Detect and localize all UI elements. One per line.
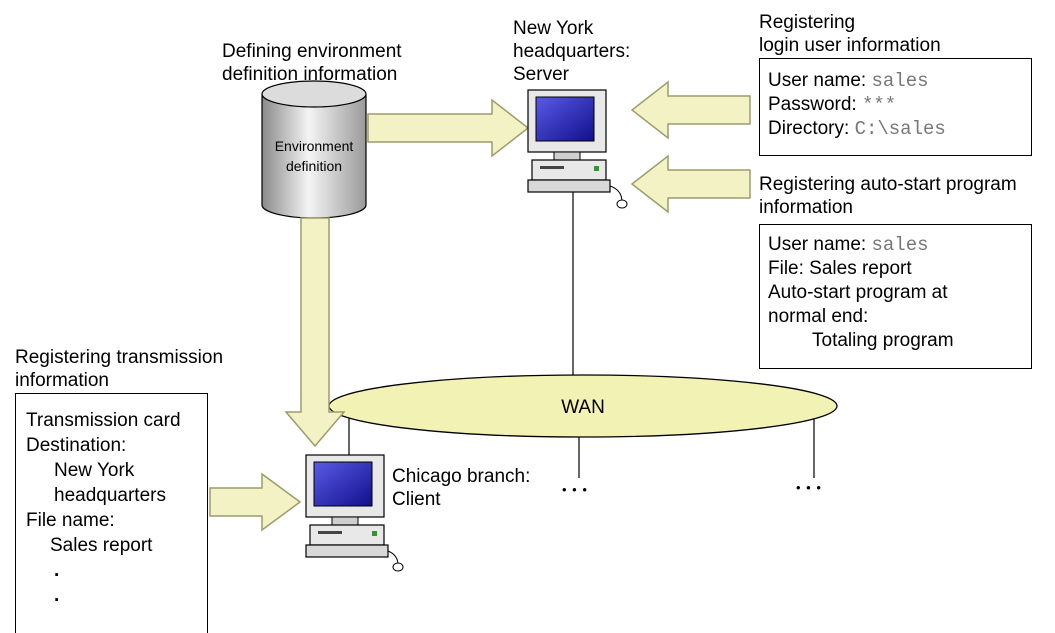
field-label: Directory: xyxy=(768,118,855,139)
login-user-row: User name: sales xyxy=(768,69,1023,93)
destination-value: headquarters xyxy=(54,485,166,506)
autostart-program-value: Totaling program xyxy=(812,330,954,351)
ellipsis-marker-1: • • • xyxy=(562,482,588,497)
server-heading: New York headquarters: Server xyxy=(513,17,630,86)
defining-env-heading: Defining environment definition informat… xyxy=(222,40,402,86)
client-computer-icon xyxy=(305,454,404,572)
login-password-row: Password: *** xyxy=(768,93,1023,117)
autostart-registration-heading: Registering auto-start program informati… xyxy=(759,173,1017,219)
field-label: Password: xyxy=(768,94,862,115)
client-heading: Chicago branch: Client xyxy=(392,465,530,511)
field-label: User name: xyxy=(768,234,872,255)
autostart-info-box: User name: sales File: Sales report Auto… xyxy=(759,224,1032,369)
arrow-login-to-server xyxy=(630,80,751,140)
ellipsis-marker-2: • • • xyxy=(796,480,822,495)
heading-line: information xyxy=(759,197,853,218)
heading-line: information xyxy=(15,370,109,391)
arrow-autostart-to-server xyxy=(630,154,751,214)
autostart-file-row: File: Sales report xyxy=(768,258,912,279)
transmission-info-box: Transmission card Destination: New York … xyxy=(15,393,208,633)
heading-line: Registering auto-start program xyxy=(759,174,1017,195)
heading-line: Chicago branch: xyxy=(392,466,531,487)
field-value: C:\sales xyxy=(854,118,946,140)
arrow-env-to-server xyxy=(367,98,530,158)
heading-line: login user information xyxy=(759,35,941,56)
heading-line: Registering xyxy=(759,12,856,33)
continuation-dot: . xyxy=(54,585,60,606)
field-label: User name: xyxy=(768,70,872,91)
heading-line: definition information xyxy=(222,64,398,85)
arrow-env-to-client xyxy=(284,217,346,448)
file-name-label: File name: xyxy=(26,510,115,531)
destination-value: New York xyxy=(54,460,135,481)
server-computer-icon xyxy=(527,89,628,209)
field-value: sales xyxy=(871,234,929,256)
login-directory-row: Directory: C:\sales xyxy=(768,117,1023,141)
arrow-transmission-to-client xyxy=(209,472,302,532)
destination-label: Destination: xyxy=(26,435,127,456)
field-value: *** xyxy=(861,94,897,116)
heading-line: headquarters: xyxy=(513,41,631,62)
continuation-dot: . xyxy=(54,560,60,581)
file-name-value: Sales report xyxy=(50,535,153,556)
heading-line: Server xyxy=(513,64,569,85)
cylinder-label-line2: definition xyxy=(286,158,342,174)
autostart-program-label: Auto-start program at xyxy=(768,282,948,303)
heading-line: Client xyxy=(392,489,441,510)
wan-label: WAN xyxy=(561,397,605,418)
heading-line: New York xyxy=(513,18,594,39)
environment-definition-cylinder: Environment definition xyxy=(261,80,367,219)
transmission-registration-heading: Registering transmission information xyxy=(15,346,223,392)
transmission-card-label: Transmission card xyxy=(26,410,181,431)
login-info-box: User name: sales Password: *** Directory… xyxy=(759,58,1032,156)
login-registration-heading: Registering login user information xyxy=(759,11,941,57)
heading-line: Registering transmission xyxy=(15,347,224,368)
autostart-user-row: User name: sales xyxy=(768,233,1023,257)
heading-line: Defining environment xyxy=(222,41,402,62)
cylinder-label-line1: Environment xyxy=(275,138,354,154)
field-value: sales xyxy=(871,70,929,92)
autostart-program-label: normal end: xyxy=(768,306,869,327)
